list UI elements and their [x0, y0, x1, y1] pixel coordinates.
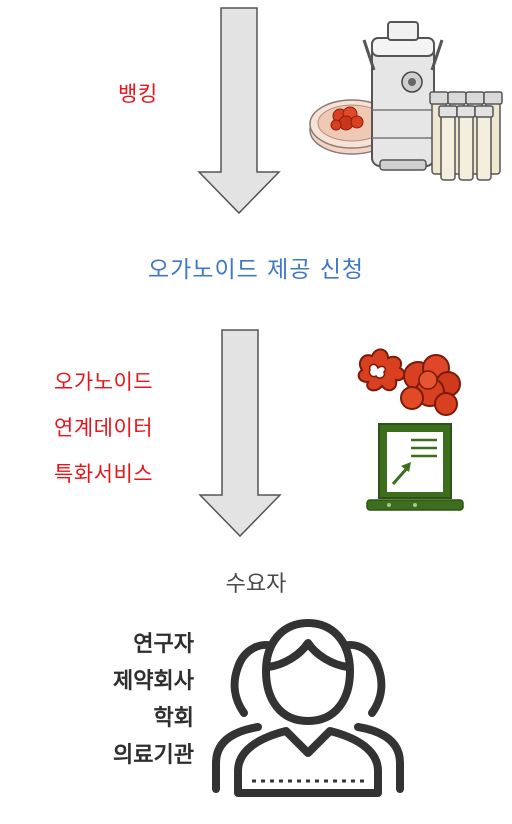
organoid-icon: [357, 348, 461, 416]
service-line-data: 연계데이터: [54, 416, 154, 440]
service-line-special: 특화서비스: [54, 462, 154, 486]
consumer-title: 수요자: [225, 572, 287, 597]
consumer-pharma: 제약회사: [113, 669, 194, 694]
cryogenic-storage-icon: [362, 21, 444, 171]
organoid-request-title: 오가노이드 제공 신청: [147, 257, 365, 283]
laptop-data-icon: [366, 423, 464, 511]
consumer-society: 학회: [153, 706, 194, 731]
consumer-medical: 의료기관: [113, 743, 194, 768]
sample-vials-icon: [429, 91, 503, 181]
service-line-organoid: 오가노이드: [54, 370, 154, 394]
service-label: 오가노이드 연계데이터 특화서비스: [54, 368, 153, 506]
biobank-illustration: [309, 21, 503, 181]
consumer-researcher: 연구자: [133, 632, 194, 657]
consumer-list: 연구자 제약회사 학회 의료기관: [113, 628, 194, 776]
banking-label: 뱅킹: [118, 82, 158, 106]
people-group-icon: [212, 619, 404, 797]
